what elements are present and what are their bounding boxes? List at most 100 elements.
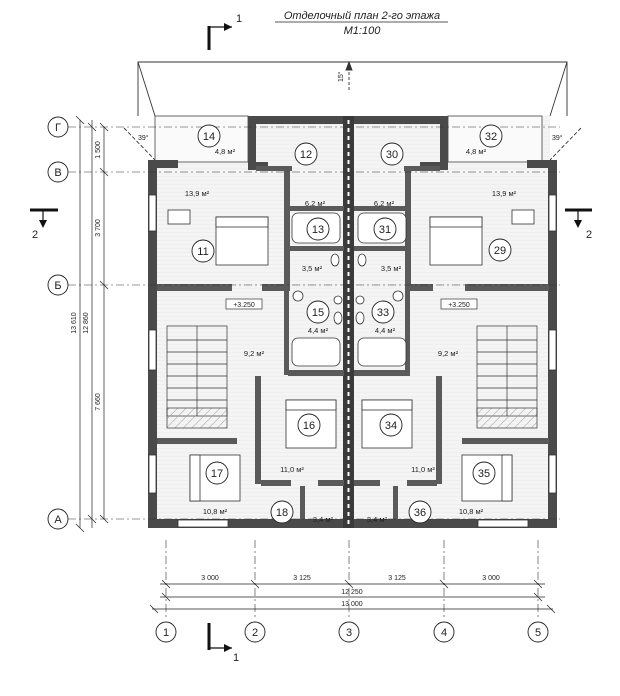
room-number: 17 (211, 468, 223, 480)
room-number-circle (270, 500, 294, 524)
room-16: 16 11,0 м² (280, 413, 321, 474)
room-number-circle (191, 239, 215, 263)
room-number: 34 (385, 420, 397, 432)
room-30: 30 6,2 м² (374, 142, 404, 208)
svg-text:Б: Б (54, 280, 61, 292)
room-area: 3,5 м² (381, 264, 402, 273)
room-number: 16 (303, 420, 315, 432)
svg-text:1: 1 (233, 652, 239, 664)
room-number-circle (472, 461, 496, 485)
plan-scale: М1:100 (344, 25, 382, 37)
level-mark-right: +3.250 (440, 298, 478, 310)
level-mark-left: +3.250 (225, 298, 263, 310)
room-area: 3,5 м² (302, 264, 323, 273)
svg-text:2: 2 (586, 229, 592, 241)
staircase-left (166, 325, 228, 429)
room-number-circle (479, 124, 503, 148)
room-number-circle (294, 142, 318, 166)
svg-text:+3.250: +3.250 (448, 302, 470, 309)
hall-area-right: 9,2 м² (438, 349, 459, 358)
horizontal-dimensions (149, 579, 556, 614)
roof-slope-label: 15° (337, 71, 345, 82)
dim-seg4: 3 000 (482, 575, 500, 582)
svg-text:Г: Г (55, 122, 61, 134)
desks (167, 209, 535, 225)
section-mark-bottom: 1 (207, 623, 239, 664)
section-mark-right: 2 (565, 208, 592, 241)
axis-col-3: 3 (338, 621, 360, 643)
room-number: 33 (377, 307, 389, 319)
room-number-circle (408, 500, 432, 524)
interior-walls (157, 166, 549, 519)
bed-29 (429, 216, 483, 266)
room-area: 10,8 м² (203, 507, 228, 516)
room-area: 4,4 м² (375, 326, 396, 335)
axis-grid (68, 126, 560, 620)
room-11: 11 13,9 м² (185, 189, 215, 263)
room-number: 35 (478, 468, 490, 480)
room-number-circle (297, 413, 321, 437)
room-number: 30 (386, 149, 398, 161)
bed-11 (215, 216, 269, 266)
angle-right: 39° (552, 134, 563, 142)
room-area: 4,4 м² (308, 326, 329, 335)
angle-left: 39° (138, 134, 149, 142)
room-number: 36 (414, 507, 426, 519)
room-area: 6,2 м² (305, 199, 326, 208)
hall-area-left: 9,2 м² (244, 349, 265, 358)
bathtub-15 (291, 337, 341, 367)
svg-text:5: 5 (535, 627, 541, 639)
room-number: 15 (312, 307, 324, 319)
room-area: 13,9 м² (185, 189, 210, 198)
room-13: 13 3,5 м² (302, 217, 330, 273)
vertical-dimensions (75, 115, 109, 533)
svg-text:3: 3 (346, 627, 352, 639)
toilets (292, 253, 404, 325)
room-number: 13 (312, 224, 324, 236)
room-17: 17 10,8 м² (203, 461, 229, 516)
svg-text:4: 4 (441, 627, 447, 639)
room-number: 31 (379, 224, 391, 236)
dim-3700: 3 700 (95, 219, 102, 237)
dim-12860: 12 860 (83, 312, 90, 334)
room-number-circle (488, 238, 512, 262)
room-14: 144,8 м² (197, 124, 236, 156)
axis-row-a: А (47, 508, 69, 530)
roof-outline (123, 60, 582, 161)
dim-7660: 7 660 (95, 393, 102, 411)
dim-seg2: 3 125 (293, 575, 311, 582)
room-15: 15 4,4 м² (306, 300, 330, 335)
bathtub-33 (357, 337, 407, 367)
room-number: 14 (203, 131, 215, 143)
room-34: 34 11,0 м² (379, 413, 435, 474)
room-number: 12 (300, 149, 312, 161)
svg-text:2: 2 (252, 627, 258, 639)
staircase-right (476, 325, 538, 429)
room-32: 324,8 м² (466, 124, 503, 156)
axis-col-5: 5 (527, 621, 549, 643)
axis-col-2: 2 (244, 621, 266, 643)
room-number-circle (197, 124, 221, 148)
room-area: 11,0 м² (411, 465, 435, 474)
room-area: 11,0 м² (280, 465, 304, 474)
svg-text:1: 1 (163, 627, 169, 639)
windows (148, 194, 557, 528)
room-number: 32 (485, 131, 497, 143)
room-35: 35 10,8 м² (459, 461, 496, 516)
room-area: 10,8 м² (459, 507, 484, 516)
room-18: 183,4 м² (270, 500, 334, 524)
axis-col-1: 1 (155, 621, 177, 643)
room-area: 3,4 м² (367, 515, 388, 524)
room-31: 31 3,5 м² (373, 217, 402, 273)
room-number: 18 (276, 507, 288, 519)
svg-text:А: А (54, 514, 62, 526)
room-number-circle (371, 300, 395, 324)
room-number: 11 (197, 246, 208, 258)
room-number-circle (306, 300, 330, 324)
room-area: 6,2 м² (374, 199, 395, 208)
dim-total-13000: 13 000 (341, 601, 363, 608)
room-number-circle (380, 142, 404, 166)
axis-row-g: Г (47, 116, 69, 138)
